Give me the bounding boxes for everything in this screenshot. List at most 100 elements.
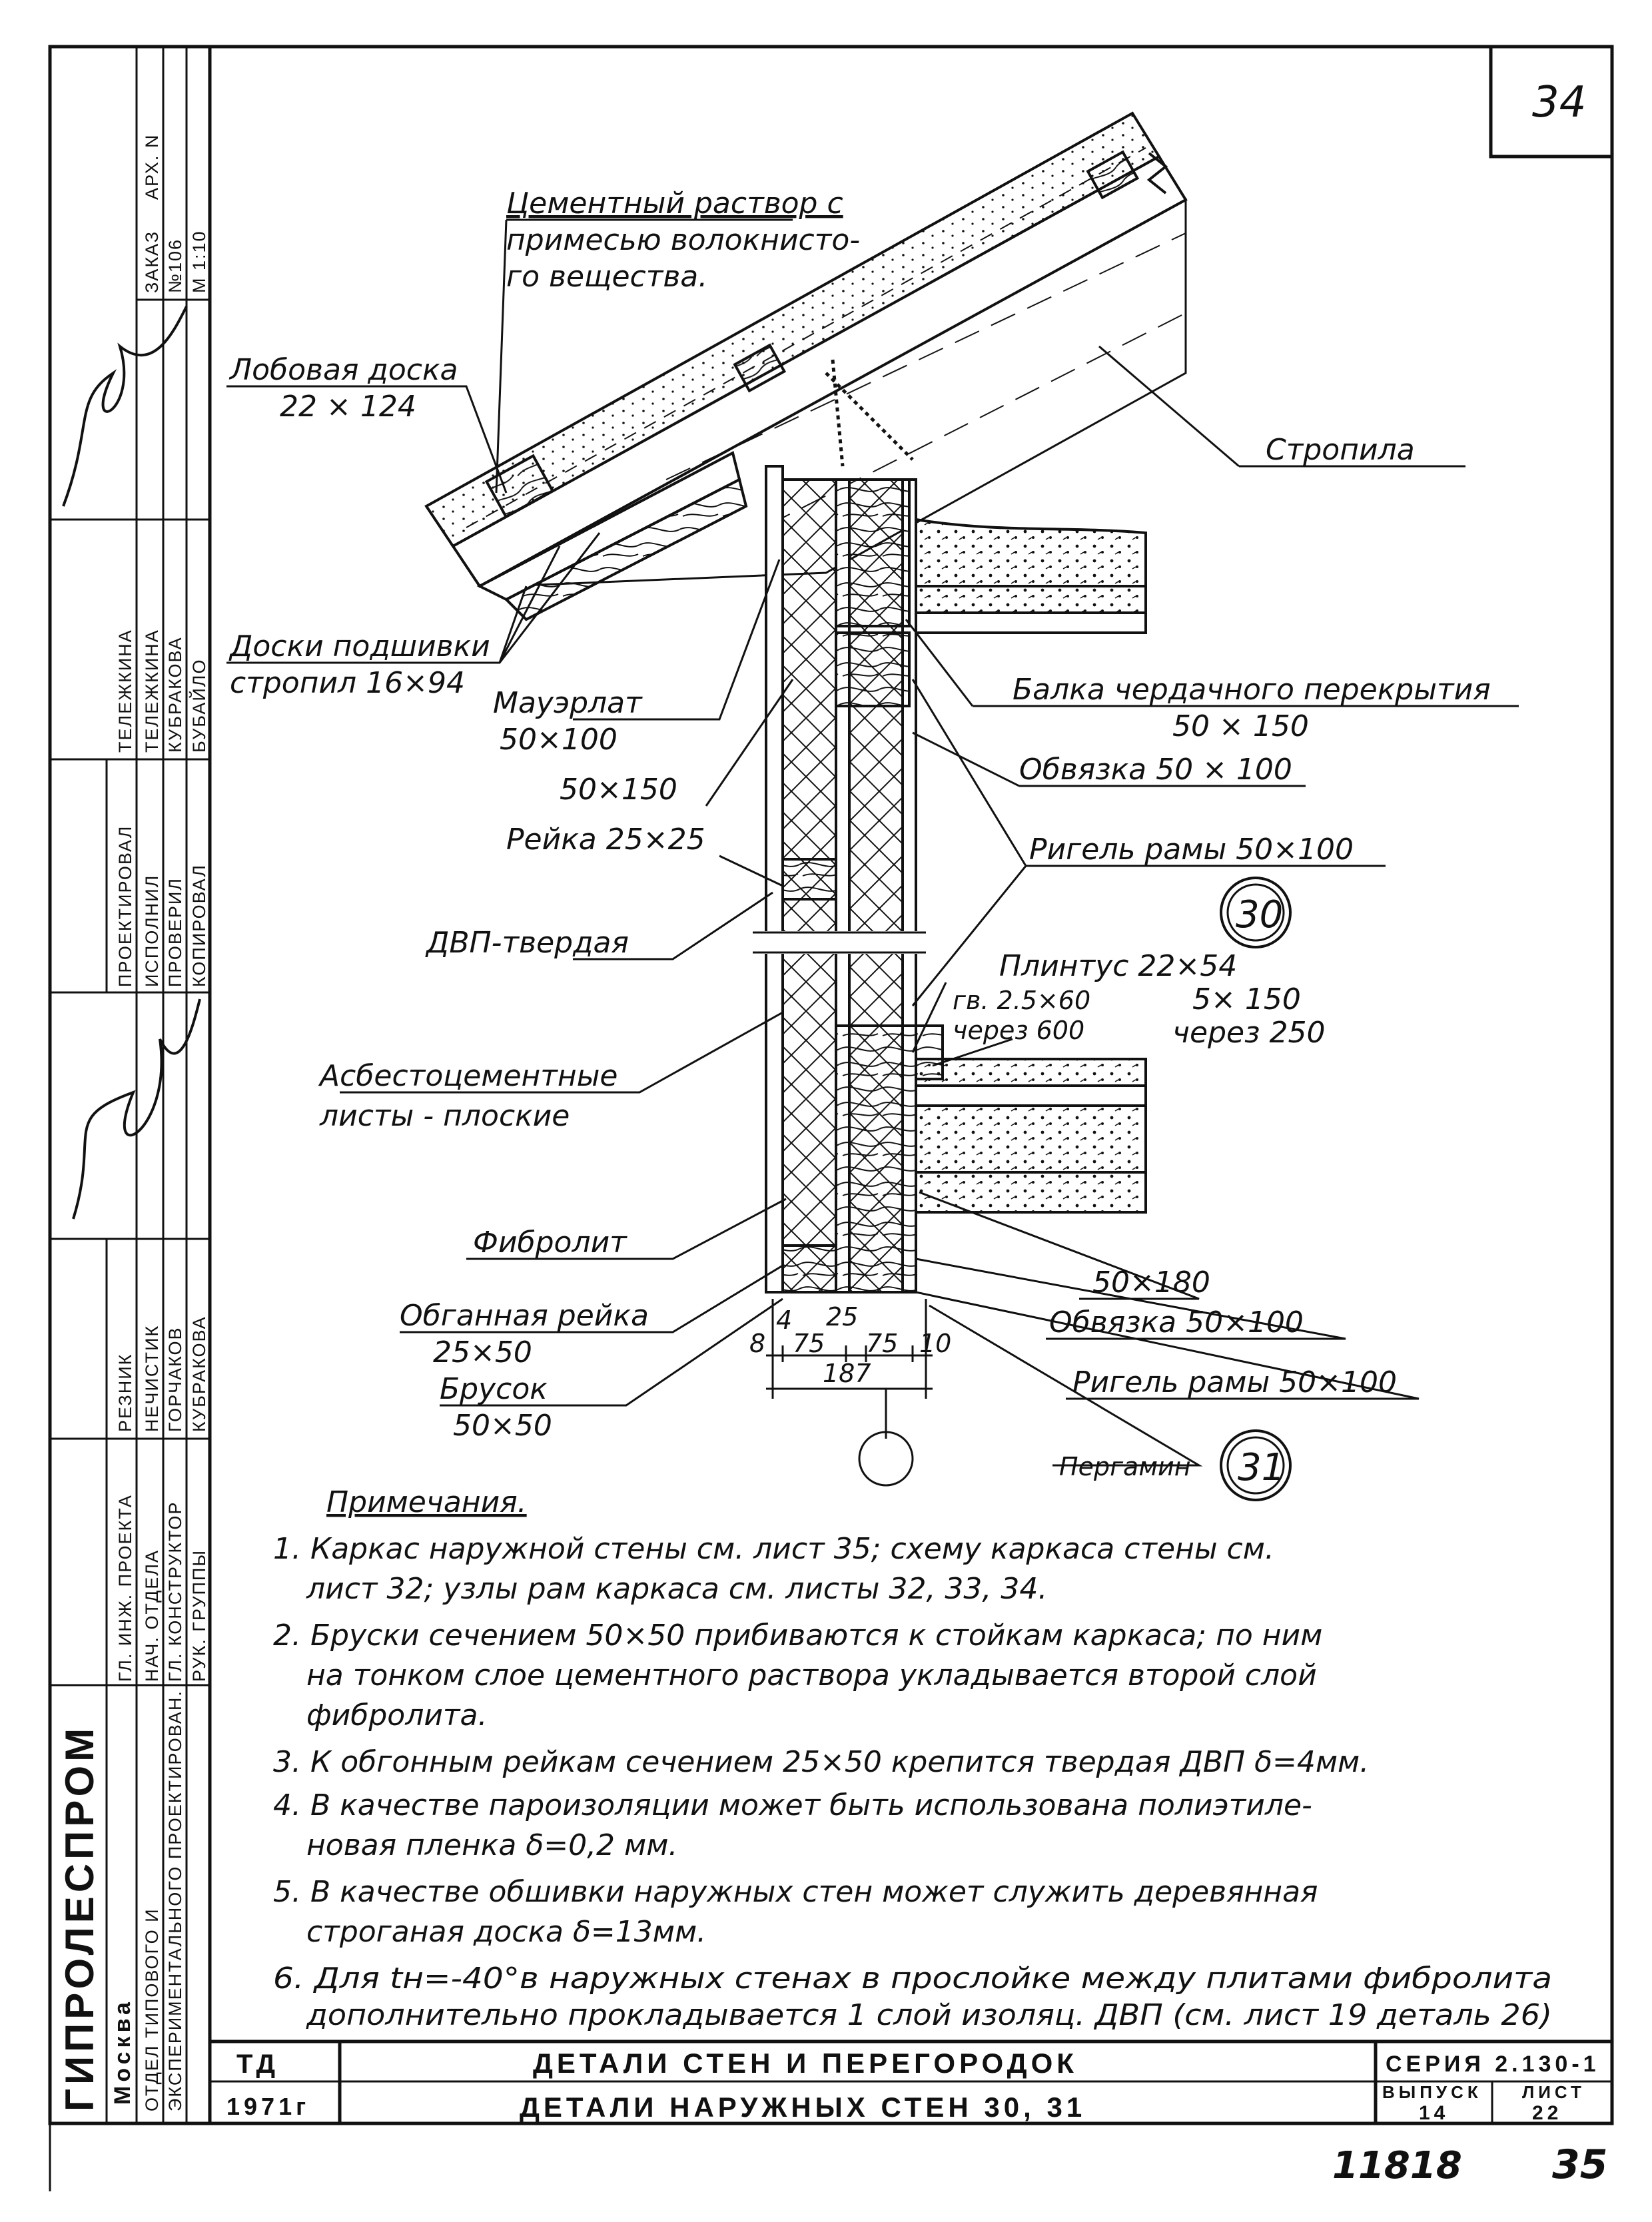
- label-asbestos-2: листы - плоские: [319, 1099, 570, 1133]
- stamp-dept-2: ЭКСПЕРИМЕНТАЛЬНОГО ПРОЕКТИРОВАН.: [165, 1690, 185, 2111]
- label-skirting-5: через 250: [1172, 1016, 1325, 1050]
- label-fibreboard: ДВП-твердая: [425, 926, 629, 960]
- label-mauerlat-1: Мауэрлат: [493, 686, 643, 720]
- stamp-scale: М 1:10: [189, 230, 209, 293]
- stamp-name-2: НЕЧИСТИК: [142, 1325, 162, 1432]
- label-roofing-felt: Пергамин: [1059, 1452, 1191, 1481]
- corner-sheet-number: 34: [1532, 78, 1586, 127]
- leader-lines: [226, 218, 1519, 1467]
- title-block-frame: [210, 2039, 1612, 2123]
- roof-assembly: [424, 111, 1188, 621]
- stamp-role-designed: ПРОЕКТИРОВАЛ: [115, 825, 135, 987]
- title-issue-value: 14: [1419, 2102, 1449, 2124]
- stamp-mid-name-4: БУБАЙЛО: [189, 658, 209, 753]
- stamp-archive-no: АРХ. N: [142, 134, 162, 200]
- stamp-role-group-lead: РУК. ГРУППЫ: [189, 1549, 209, 1682]
- label-fascia-board-2: 22 × 124: [280, 390, 416, 424]
- note-line-11: 6. Для tн=-40°в наружных стенах в просло…: [273, 1962, 1552, 1996]
- note-line-3: 2. Бруски сечением 50×50 прибиваются к с…: [273, 1619, 1322, 1653]
- detail-31-number: 31: [1238, 1446, 1285, 1489]
- dim-75-b: 75: [866, 1329, 898, 1358]
- note-line-4: на тонком слое цементного раствора уклад…: [306, 1659, 1317, 1692]
- dim-4: 4: [776, 1305, 792, 1335]
- detail-30-number: 30: [1236, 893, 1283, 936]
- stamp-dept-1: ОТДЕЛ ТИПОВОГО И: [142, 1908, 162, 2111]
- label-rafters: Стропила: [1266, 433, 1415, 467]
- callout-labels: Цементный раствор с примесью волокнисто-…: [228, 186, 1491, 1481]
- label-skirting-4: 5× 150: [1192, 982, 1301, 1016]
- label-attic-beam-2: 50 × 150: [1172, 709, 1309, 743]
- label-batten: Рейка 25×25: [506, 823, 705, 857]
- label-skirting-1: Плинтус 22×54: [999, 949, 1237, 983]
- dimension-chain: [766, 1299, 933, 1487]
- stamp-name-1: РЕЗНИК: [115, 1353, 135, 1432]
- label-soffit-boards-1: Доски подшивки: [228, 629, 490, 663]
- note-line-1: 1. Каркас наружной стены см. лист 35; сх…: [273, 1532, 1274, 1566]
- label-50x180: 50×180: [1092, 1266, 1210, 1299]
- title-sub: ДЕТАЛИ НАРУЖНЫХ СТЕН 30, 31: [520, 2091, 1086, 2123]
- note-line-12: дополнительно прокладывается 1 слой изол…: [306, 1998, 1552, 2032]
- note-line-7: 4. В качестве пароизоляции может быть ис…: [273, 1788, 1312, 1822]
- note-line-2: лист 32; узлы рам каркаса см. листы 32, …: [306, 1572, 1047, 1606]
- stamp-role-chief-engineer: ГЛ. ИНЖ. ПРОЕКТА: [115, 1494, 135, 1682]
- label-cement-mortar-3: го вещества.: [506, 260, 707, 294]
- label-fascia-board-1: Лобовая доска: [228, 353, 458, 387]
- label-strapping-top: Обвязка 50 × 100: [1019, 753, 1292, 787]
- note-line-5: фибролита.: [306, 1698, 488, 1732]
- floor-slab: [915, 1024, 1147, 1214]
- label-mauerlat-2: 50×100: [500, 723, 618, 757]
- stamp-role-executed: ИСПОЛНИЛ: [142, 875, 162, 987]
- inventory-number: 11818: [1332, 2144, 1462, 2187]
- note-line-9: 5. В качестве обшивки наружных стен може…: [273, 1875, 1318, 1909]
- stamp-mid-name-3: КУБРАКОВА: [165, 636, 185, 753]
- dim-10: 10: [919, 1329, 951, 1358]
- detail-markers: [1220, 877, 1292, 1501]
- stamp-org: ГИПРОЛЕСПРОМ: [57, 1724, 102, 2111]
- label-skirting-3: через 600: [953, 1016, 1084, 1045]
- label-skirting-2: гв. 2.5×60: [953, 986, 1090, 1015]
- page-number: 35: [1552, 2141, 1608, 2188]
- stamp-role-dept-head: НАЧ. ОТДЕЛА: [142, 1549, 162, 1682]
- label-soffit-boards-2: стропил 16×94: [230, 666, 465, 700]
- stamp-mid-name-2: ТЕЛЕЖКИНА: [142, 629, 162, 753]
- stamp-name-3: ГОРЧАКОВ: [165, 1326, 185, 1432]
- label-strapping-bottom: Обвязка 50×100: [1049, 1305, 1304, 1339]
- dim-25: 25: [826, 1302, 858, 1331]
- note-line-10: строганая доска δ=13мм.: [306, 1915, 706, 1949]
- label-cement-mortar-2: примесью волокнисто-: [506, 223, 860, 257]
- label-cement-mortar-1: Цементный раствор с: [506, 186, 843, 220]
- stamp-order-label: ЗАКАЗ: [142, 230, 162, 293]
- dim-8: 8: [749, 1329, 765, 1358]
- stamp-name-4: КУБРАКОВА: [189, 1315, 209, 1432]
- stamp-role-copied: КОПИРОВАЛ: [189, 864, 209, 987]
- title-sheet-value: 22: [1532, 2102, 1562, 2124]
- label-edge-batten-2: 25×50: [433, 1335, 532, 1369]
- label-attic-beam-1: Балка чердачного перекрытия: [1013, 673, 1491, 707]
- label-bar-1: Брусок: [440, 1372, 548, 1406]
- stamp-role-chief-designer: ГЛ. КОНСТРУКТОР: [165, 1501, 185, 1682]
- label-fibrolite: Фибролит: [473, 1226, 627, 1260]
- title-main: ДЕТАЛИ СТЕН И ПЕРЕГОРОДОК: [533, 2047, 1078, 2079]
- attic-floor: [915, 518, 1147, 634]
- label-stud-50x150: 50×150: [560, 773, 677, 807]
- title-year: 1971г: [226, 2093, 310, 2120]
- notes-block: Примечания. 1. Каркас наружной стены см.…: [273, 1485, 1552, 2032]
- side-stamp: [48, 47, 212, 2123]
- note-line-8: новая пленка δ=0,2 мм.: [306, 1828, 677, 1862]
- note-line-6: 3. К обгонным рейкам сечением 25×50 креп…: [273, 1745, 1369, 1779]
- dimension-labels: 8 4 25 75 75 10 187: [749, 1302, 951, 1388]
- stamp-city: Москва: [110, 1998, 135, 2105]
- stamp-mid-name-1: ТЕЛЕЖКИНА: [115, 629, 135, 753]
- stamp-role-checked: ПРОВЕРИЛ: [165, 877, 185, 987]
- dim-75-a: 75: [793, 1329, 825, 1358]
- label-frame-girt-top: Ригель рамы 50×100: [1029, 833, 1354, 867]
- title-td: ТД: [236, 2049, 279, 2079]
- dim-187: 187: [823, 1359, 871, 1388]
- label-edge-batten-1: Обганная рейка: [400, 1299, 649, 1333]
- label-asbestos-1: Асбестоцементные: [318, 1059, 618, 1093]
- notes-title: Примечания.: [326, 1485, 527, 1519]
- label-bar-2: 50×50: [453, 1409, 552, 1443]
- wall-section: [751, 465, 927, 1294]
- title-series: СЕРИЯ 2.130-1: [1386, 2051, 1600, 2077]
